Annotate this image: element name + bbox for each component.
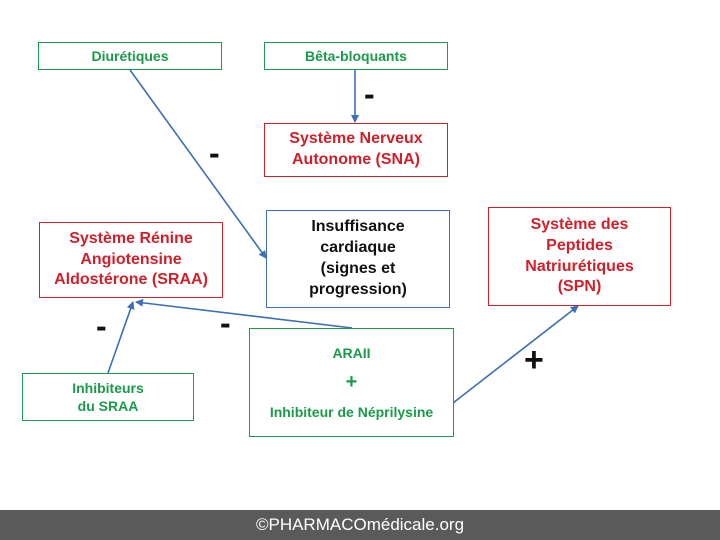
node-sraa-line-1: Système Rénine [69,229,193,247]
node-spn-line-3: Natriurétiques [525,257,634,275]
node-ic-line-2: cardiaque [320,239,396,257]
node-inhibiteurs-sraa: Inhibiteurs du SRAA [22,373,194,421]
sign-diuretiques-ic: - [209,135,220,171]
arrow-diuretiques-to-ic [129,69,267,259]
node-sraa-line-3: Aldostérone (SRAA) [54,271,208,289]
node-spn-line-2: Peptides [546,236,613,254]
node-sraa: Système Rénine Angiotensine Aldostérone … [39,222,223,298]
sign-beta-sna: - [364,76,375,112]
arrow-inhib-to-sraa [107,301,135,374]
node-inhib-line-1: Inhibiteurs [72,379,144,396]
node-arni-plus: + [345,370,358,393]
node-insuffisance-cardiaque: Insuffisance cardiaque (signes et progre… [266,210,450,308]
node-sna: Système Nerveux Autonome (SNA) [264,123,448,177]
node-ic-line-1: Insuffisance [311,218,405,236]
sign-arni-spn: + [524,341,544,379]
node-spn-line-1: Système des [530,215,629,233]
node-spn-line-4: (SPN) [557,278,602,296]
node-sraa-line-2: Angiotensine [80,250,182,268]
node-diuretiques: Diurétiques [38,42,222,70]
node-beta-bloquants: Bêta-bloquants [264,42,448,70]
node-arni-line-2: Inhibiteur de Néprilysine [269,403,434,420]
sign-arni-sraa: - [220,305,231,341]
node-inhib-line-2: du SRAA [77,398,139,414]
node-ic-line-3: (signes et [320,260,396,277]
arrow-arni-to-spn [452,305,579,404]
node-spn: Système des Peptides Natriurétiques (SPN… [488,207,671,306]
node-sna-line-1: Système Nerveux [289,130,423,148]
node-ic-line-4: progression) [309,280,407,298]
node-beta-bloquants-line-1: Bêta-bloquants [305,47,407,64]
node-araii-neprilysine: ARAII + Inhibiteur de Néprilysine [249,328,454,437]
sign-inhib-sraa: - [96,308,107,344]
connector-arrows [107,69,579,404]
node-sna-line-2: Autonome (SNA) [292,151,420,168]
arrow-arni-to-sraa [135,298,353,329]
node-arni-line-1: ARAII [332,345,371,362]
footer-copyright: ©PHARMACOmédicale.org [0,510,720,540]
node-diuretiques-line-1: Diurétiques [91,47,169,64]
